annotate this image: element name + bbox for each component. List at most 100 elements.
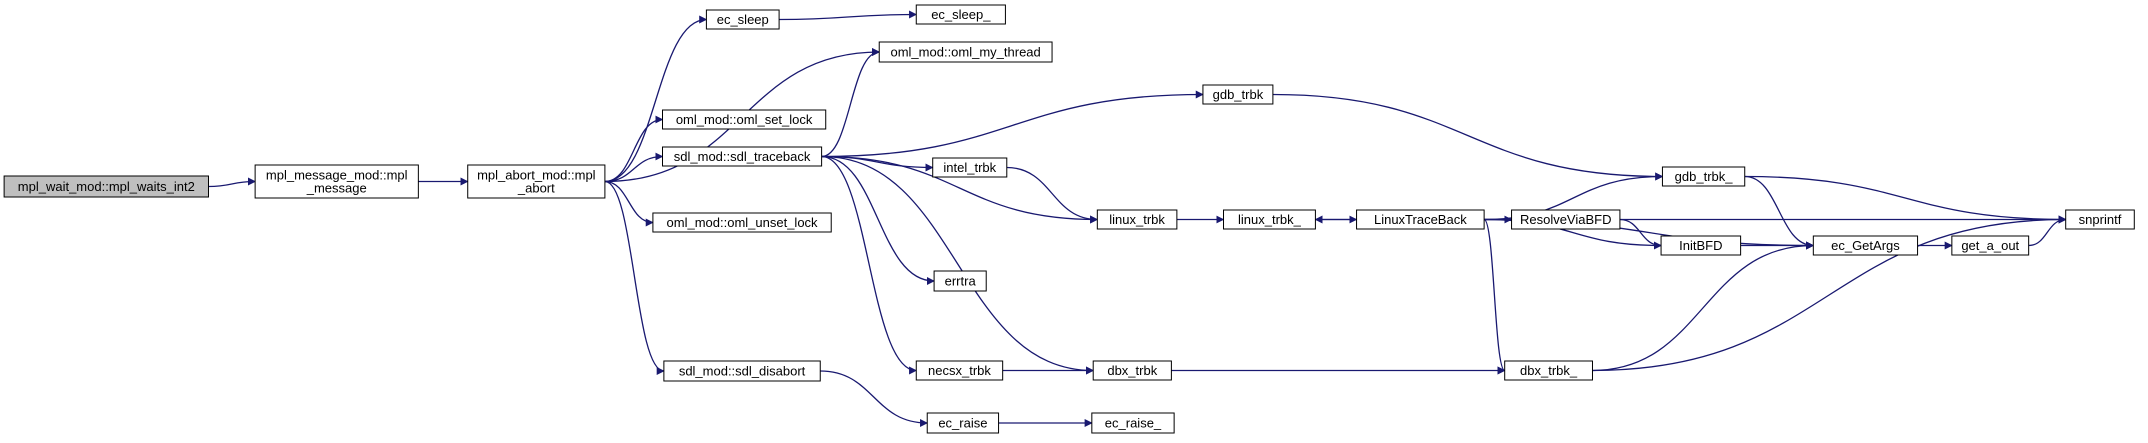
node-errtra[interactable]: errtra bbox=[933, 270, 987, 292]
edge-arrow bbox=[821, 48, 881, 158]
node-layer: mpl_wait_mod::mpl_waits_int2 mpl_message_… bbox=[3, 4, 2135, 434]
node-label: linux_trbk bbox=[1109, 212, 1165, 227]
node-ec-raise[interactable]: ec_raise bbox=[926, 412, 1000, 434]
node-box bbox=[1092, 360, 1172, 381]
node-box bbox=[1661, 166, 1746, 187]
edge-intel-trbk-to-linux-trbk bbox=[1006, 166, 1099, 224]
node-box bbox=[1504, 360, 1593, 381]
node-label: sdl_mod::sdl_traceback bbox=[674, 149, 811, 164]
node-box bbox=[662, 146, 823, 167]
edge-arrow bbox=[1744, 175, 2067, 224]
node-box bbox=[1091, 412, 1175, 434]
node-necsx-trbk[interactable]: necsx_trbk bbox=[915, 360, 1004, 381]
node-oml-my-thread[interactable]: oml_mod::oml_my_thread bbox=[878, 41, 1053, 63]
node-get-a-out[interactable]: get_a_out bbox=[1951, 235, 2030, 256]
node-gdb-trbk[interactable]: gdb_trbk_ bbox=[1661, 166, 1746, 187]
node-label: oml_mod::oml_set_lock bbox=[676, 112, 813, 127]
node-box bbox=[926, 412, 1000, 434]
node-box bbox=[705, 9, 780, 30]
node-box bbox=[1202, 84, 1274, 105]
node-box bbox=[915, 360, 1004, 381]
node-box bbox=[467, 164, 606, 199]
edge-sdl-disabort-to-ec-raise bbox=[820, 370, 929, 427]
node-dbx-trbk[interactable]: dbx_trbk bbox=[1092, 360, 1172, 381]
node-label: ec_raise bbox=[938, 416, 987, 431]
node-label: errtra bbox=[945, 274, 977, 289]
node-box bbox=[663, 360, 821, 382]
node-sdl-traceback[interactable]: sdl_mod::sdl_traceback bbox=[662, 146, 823, 167]
edge-arrow bbox=[1619, 218, 1662, 250]
node-label: ec_sleep_ bbox=[931, 7, 991, 22]
node-root[interactable]: mpl_wait_mod::mpl_waits_int2 bbox=[3, 175, 209, 198]
node-box bbox=[932, 157, 1008, 178]
edge-mpl-abort-to-sdl-traceback bbox=[604, 152, 664, 183]
node-initbfd[interactable]: InitBFD bbox=[1660, 235, 1742, 256]
edge-sdl-traceback-to-oml-my-thread bbox=[821, 48, 881, 158]
node-ec-getargs[interactable]: ec_GetArgs bbox=[1812, 235, 1919, 256]
node-label: ResolveViaBFD bbox=[1520, 212, 1612, 227]
edge-sdl-traceback-to-linux-trbk bbox=[821, 155, 1099, 224]
node-linuxtraceback[interactable]: LinuxTraceBack bbox=[1356, 209, 1485, 230]
node-box bbox=[662, 109, 827, 130]
node-label: linux_trbk_ bbox=[1238, 212, 1302, 227]
node-sdl-disabort[interactable]: sdl_mod::sdl_disabort bbox=[663, 360, 821, 382]
edge-arrow bbox=[604, 15, 708, 183]
node-label: sdl_mod::sdl_disabort bbox=[679, 364, 806, 379]
node-linux-trbk[interactable]: linux_trbk bbox=[1096, 209, 1178, 230]
edge-arrow bbox=[604, 152, 664, 183]
node-oml-set-lock[interactable]: oml_mod::oml_set_lock bbox=[662, 109, 827, 130]
edge-arrow bbox=[821, 155, 935, 285]
edge-sdl-traceback-to-errtra bbox=[821, 155, 935, 285]
edge-mpl-abort-to-ec-sleep bbox=[604, 15, 708, 183]
edge-arrow bbox=[1483, 218, 1506, 375]
node-label: oml_mod::oml_unset_lock bbox=[667, 215, 819, 230]
edge-arrow bbox=[1592, 215, 2067, 372]
edge-dbx-trbk-to-snprintf bbox=[1592, 215, 2067, 372]
node-ec-sleep[interactable]: ec_sleep_ bbox=[915, 4, 1006, 25]
node-label: mpl_wait_mod::mpl_waits_int2 bbox=[18, 179, 195, 194]
node-snprintf[interactable]: snprintf bbox=[2065, 209, 2135, 230]
edge-arrow bbox=[208, 177, 256, 188]
edge-arrow bbox=[2028, 215, 2067, 247]
node-label: ec_sleep bbox=[717, 12, 769, 27]
edge-arrow bbox=[604, 180, 665, 375]
node-label: mpl_message_mod::mpl bbox=[266, 168, 408, 183]
edge-gdb-trbk-to-gdb-trbk bbox=[1272, 93, 1664, 181]
node-box bbox=[1660, 235, 1742, 256]
edge-arrow bbox=[821, 155, 918, 375]
edge-arrow bbox=[604, 115, 664, 183]
node-mpl-abort[interactable]: mpl_abort_mod::mpl_abort bbox=[467, 164, 606, 199]
node-linux-trbk[interactable]: linux_trbk_ bbox=[1223, 209, 1316, 230]
node-label: snprintf bbox=[2079, 212, 2122, 227]
node-box bbox=[1356, 209, 1485, 230]
edge-sdl-traceback-to-necsx-trbk bbox=[821, 155, 918, 375]
edge-dbx-trbk-to-ec-getargs bbox=[1592, 241, 1815, 372]
edge-arrow bbox=[821, 90, 1204, 158]
node-box bbox=[652, 212, 832, 233]
node-box bbox=[878, 41, 1053, 63]
node-ec-sleep[interactable]: ec_sleep bbox=[705, 9, 780, 30]
node-box bbox=[2065, 209, 2135, 230]
node-resolveviabfd[interactable]: ResolveViaBFD bbox=[1511, 209, 1621, 230]
node-ec-raise[interactable]: ec_raise_ bbox=[1091, 412, 1175, 434]
edge-arrow bbox=[1592, 241, 1815, 372]
edge-mpl-abort-to-oml-unset-lock bbox=[604, 180, 654, 227]
node-mpl-message[interactable]: mpl_message_mod::mpl_message bbox=[254, 164, 419, 199]
node-box bbox=[1511, 209, 1621, 230]
node-oml-unset-lock[interactable]: oml_mod::oml_unset_lock bbox=[652, 212, 832, 233]
edge-gdb-trbk-to-ec-getargs bbox=[1744, 175, 1815, 250]
node-label: _message bbox=[306, 181, 367, 196]
node-intel-trbk[interactable]: intel_trbk bbox=[932, 157, 1008, 178]
node-label: _abort bbox=[517, 181, 555, 196]
node-box bbox=[3, 175, 209, 198]
node-gdb-trbk[interactable]: gdb_trbk bbox=[1202, 84, 1274, 105]
edge-resolveviabfd-to-initbfd bbox=[1619, 218, 1662, 250]
edge-arrow bbox=[821, 155, 1099, 224]
edge-linuxtraceback-to-dbx-trbk bbox=[1483, 218, 1506, 375]
node-dbx-trbk[interactable]: dbx_trbk_ bbox=[1504, 360, 1593, 381]
node-label: gdb_trbk_ bbox=[1675, 169, 1734, 184]
node-box bbox=[1223, 209, 1316, 230]
edge-ec-sleep-to-ec-sleep bbox=[779, 10, 918, 21]
edge-mpl-abort-to-sdl-disabort bbox=[604, 180, 665, 375]
